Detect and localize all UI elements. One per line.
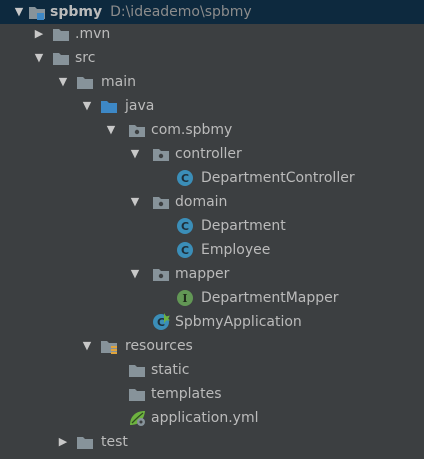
tree-item-name: SpbmyApplication — [175, 314, 302, 330]
folder-icon — [52, 25, 70, 43]
tree-item-mvn[interactable]: ▶ .mvn — [0, 22, 424, 46]
tree-item-name: DepartmentMapper — [201, 290, 339, 306]
tree-item-src[interactable]: ▼ src — [0, 46, 424, 70]
tree-item-name: domain — [175, 194, 228, 210]
expand-arrow-down-icon[interactable]: ▼ — [82, 339, 92, 352]
tree-item-name: Employee — [201, 242, 271, 258]
expand-arrow-down-icon[interactable]: ▼ — [130, 195, 140, 208]
tree-item-label: application.yml — [151, 406, 259, 430]
tree-item-name: static — [151, 362, 190, 378]
tree-item-name: com.spbmy — [151, 122, 233, 138]
folder-icon — [52, 49, 70, 67]
tree-item-employee[interactable]: C Employee — [0, 238, 424, 262]
tree-item-label: resources — [125, 334, 193, 358]
tree-item-name: test — [101, 434, 128, 450]
tree-item-name: mapper — [175, 266, 230, 282]
package-icon — [152, 265, 170, 283]
tree-item-name: templates — [151, 386, 222, 402]
source-root-folder-icon — [100, 97, 118, 115]
tree-item-name: resources — [125, 338, 193, 354]
class-icon: C — [176, 169, 194, 187]
tree-item-name: Department — [201, 218, 286, 234]
tree-item-label: SpbmyApplication — [175, 310, 302, 334]
tree-item-java[interactable]: ▼ java — [0, 94, 424, 118]
svg-text:I: I — [182, 292, 187, 305]
tree-item-name: application.yml — [151, 410, 259, 426]
expand-arrow-down-icon[interactable]: ▼ — [14, 5, 24, 18]
tree-item-label: templates — [151, 382, 222, 406]
expand-arrow-down-icon[interactable]: ▼ — [58, 75, 68, 88]
project-path-hint: D:\ideademo\spbmy — [110, 4, 252, 20]
module-folder-icon — [28, 3, 46, 21]
tree-item-com-spbmy[interactable]: ▼ com.spbmy — [0, 118, 424, 142]
tree-item-label: controller — [175, 142, 242, 166]
package-icon — [152, 193, 170, 211]
tree-item-label: mapper — [175, 262, 229, 286]
tree-item-test[interactable]: ▶ test — [0, 430, 424, 454]
tree-item-name: DepartmentController — [201, 170, 355, 186]
tree-item-label: main — [101, 70, 136, 94]
tree-item-label: src — [75, 46, 95, 70]
tree-item-label: Employee — [201, 238, 270, 262]
svg-text:C: C — [181, 172, 189, 185]
tree-item-label: static — [151, 358, 189, 382]
expand-arrow-right-icon[interactable]: ▶ — [34, 27, 44, 40]
tree-item-name: .mvn — [75, 26, 111, 42]
svg-text:C: C — [157, 316, 165, 329]
tree-item-label: spbmy D:\ideademo\spbmy — [50, 0, 252, 24]
package-icon — [128, 121, 146, 139]
resources-root-folder-icon — [100, 337, 118, 355]
folder-icon — [76, 433, 94, 451]
tree-item-label: test — [101, 430, 128, 454]
class-icon: C — [176, 217, 194, 235]
expand-arrow-down-icon[interactable]: ▼ — [106, 123, 116, 136]
tree-item-label: DepartmentMapper — [201, 286, 339, 310]
tree-item-name: spbmy — [50, 4, 103, 20]
expand-arrow-down-icon[interactable]: ▼ — [130, 267, 140, 280]
tree-item-controller[interactable]: ▼ controller — [0, 142, 424, 166]
tree-item-spbmy[interactable]: ▼ spbmy D:\ideademo\spbmy — [0, 0, 424, 24]
expand-arrow-down-icon[interactable]: ▼ — [34, 51, 44, 64]
tree-item-spbmyapplication[interactable]: C SpbmyApplication — [0, 310, 424, 334]
expand-arrow-down-icon[interactable]: ▼ — [130, 147, 140, 160]
tree-item-label: .mvn — [75, 22, 110, 46]
expand-arrow-right-icon[interactable]: ▶ — [58, 435, 68, 448]
tree-item-label: com.spbmy — [151, 118, 232, 142]
folder-icon — [76, 73, 94, 91]
tree-item-application-yml[interactable]: application.yml — [0, 406, 424, 430]
tree-item-label: DepartmentController — [201, 166, 355, 190]
folder-icon — [128, 361, 146, 379]
tree-item-domain[interactable]: ▼ domain — [0, 190, 424, 214]
tree-item-name: controller — [175, 146, 242, 162]
folder-icon — [128, 385, 146, 403]
tree-item-label: java — [125, 94, 154, 118]
tree-item-name: java — [125, 98, 155, 114]
tree-item-mapper[interactable]: ▼ mapper — [0, 262, 424, 286]
interface-icon: I — [176, 289, 194, 307]
spring-boot-class-icon: C — [152, 313, 170, 331]
expand-arrow-down-icon[interactable]: ▼ — [82, 99, 92, 112]
tree-item-departmentmapper[interactable]: I DepartmentMapper — [0, 286, 424, 310]
tree-item-name: src — [75, 50, 96, 66]
tree-item-departmentcontroller[interactable]: C DepartmentController — [0, 166, 424, 190]
tree-item-static[interactable]: static — [0, 358, 424, 382]
tree-item-templates[interactable]: templates — [0, 382, 424, 406]
tree-item-label: Department — [201, 214, 286, 238]
class-icon: C — [176, 241, 194, 259]
svg-text:C: C — [181, 244, 189, 257]
tree-item-resources[interactable]: ▼ resources — [0, 334, 424, 358]
tree-item-main[interactable]: ▼ main — [0, 70, 424, 94]
svg-text:C: C — [181, 220, 189, 233]
spring-config-icon — [128, 409, 146, 427]
package-icon — [152, 145, 170, 163]
tree-item-name: main — [101, 74, 136, 90]
tree-item-department[interactable]: C Department — [0, 214, 424, 238]
tree-item-label: domain — [175, 190, 227, 214]
